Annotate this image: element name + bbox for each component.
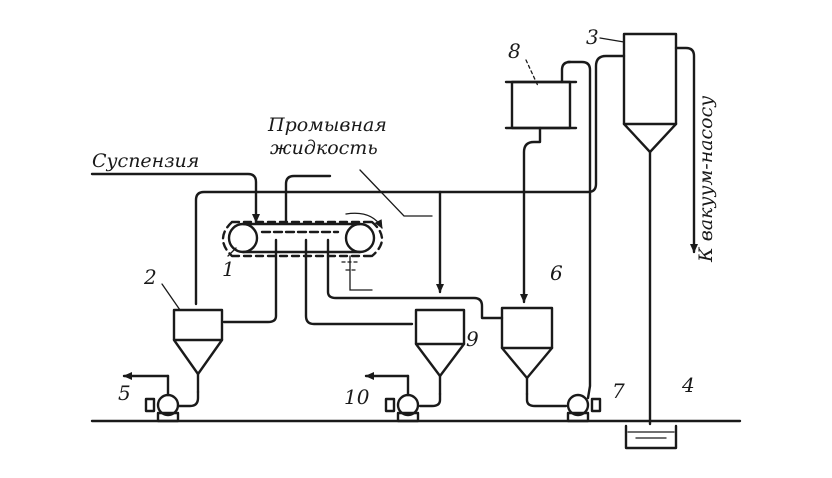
receiver-2 [172, 308, 224, 408]
pump-5 [122, 372, 180, 423]
number-6: 6 [550, 261, 563, 285]
label-vacuum: К вакуум-насосу [695, 96, 717, 263]
label-wash-line2: жидкость [270, 137, 378, 159]
seal-tank-4 [624, 424, 678, 450]
belt-filter-1 [221, 212, 384, 258]
leader-8 [525, 59, 539, 87]
pump-10 [364, 372, 420, 423]
receiver-6 [500, 306, 568, 408]
receiver-9 [414, 308, 466, 408]
number-2: 2 [143, 265, 157, 289]
suspension-feed-line [90, 172, 260, 224]
number-5: 5 [118, 381, 131, 405]
number-3: 3 [586, 25, 599, 49]
leader-1 [227, 247, 237, 257]
wash-liquid-line [284, 169, 433, 224]
number-9: 9 [466, 327, 479, 351]
filtrate-line-9 [304, 238, 414, 326]
number-7: 7 [612, 379, 625, 403]
label-suspension: Суспензия [92, 150, 199, 172]
leader-3 [599, 37, 625, 43]
separator-3 [622, 32, 698, 426]
pump-7 [566, 60, 602, 423]
cake-discharge [349, 255, 373, 291]
number-10: 10 [344, 385, 370, 409]
number-4: 4 [681, 373, 695, 397]
filtrate-line-2 [222, 238, 278, 324]
vacuum-manifold [194, 54, 626, 306]
filtrate-line-6 [326, 238, 504, 320]
leader-2 [161, 283, 181, 311]
number-1: 1 [222, 257, 235, 281]
tank-8 [504, 60, 578, 130]
number-8: 8 [508, 39, 521, 63]
label-wash-line1: Промывная [267, 114, 387, 136]
